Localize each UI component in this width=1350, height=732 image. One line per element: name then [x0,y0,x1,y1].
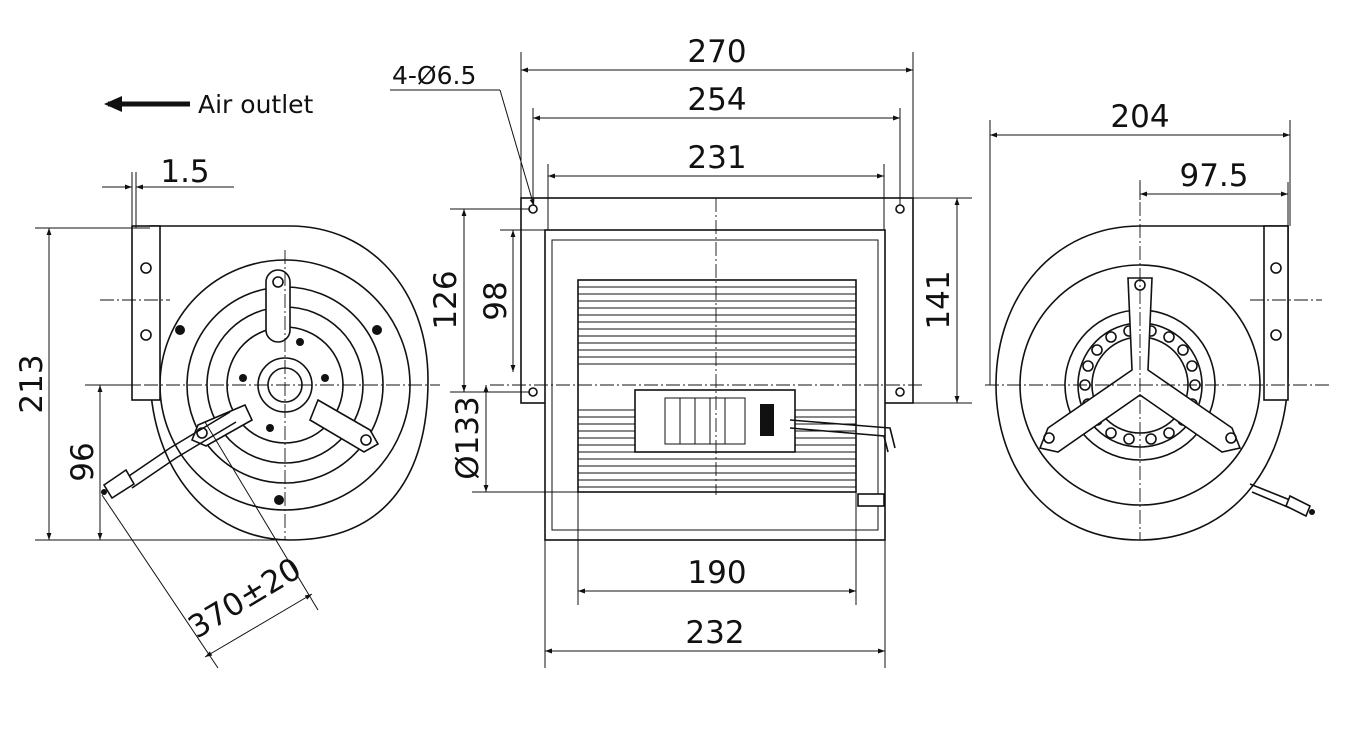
motor-arm-top [265,269,291,343]
flange-hole [1270,329,1282,341]
dim-270-text: 270 [687,34,746,70]
power-cable [1249,483,1315,518]
dim-232-text: 232 [685,615,744,651]
air-outlet-label: Air outlet [198,90,314,119]
dim-133: Ø133 [450,385,578,493]
right-view: 204 97.5 [985,99,1330,541]
housing-outline [149,225,429,541]
holes-label: 4-Ø6.5 [392,61,476,90]
dim-190-text: 190 [687,555,746,591]
dim-1-5-text: 1.5 [160,154,209,190]
bolt [274,495,284,505]
mounting-flange [131,225,161,401]
bolt [321,374,329,382]
motor [634,389,796,453]
dim-232: 232 [544,540,886,668]
bolt [372,325,382,335]
middle-view: 4-Ø6.5 270 254 231 126 [390,34,972,668]
flange-hole [140,329,152,341]
dim-96: 96 [65,384,140,540]
impeller-blades [577,279,857,493]
dim-254: 254 [532,82,901,205]
dim-270: 270 [520,34,914,198]
power-cable [101,411,237,500]
dim-96-text: 96 [65,442,101,481]
dim-98: 98 [478,229,545,372]
arrow-left-icon [104,96,122,112]
cable-exit [789,419,896,507]
bolt [175,325,185,335]
mounting-flange [1263,225,1289,401]
dim-141-text: 141 [921,270,957,329]
flange-hole [1270,262,1282,274]
dim-126-text: 126 [428,270,464,329]
dim-213-text: 213 [14,354,50,413]
dim-190: 190 [577,492,857,605]
dim-98-text: 98 [478,281,514,320]
dim-97-5: 97.5 [1139,158,1289,226]
dim-1-5: 1.5 [102,154,234,228]
air-outlet-indicator: Air outlet [104,90,314,119]
left-view: Air outlet [14,90,440,669]
dim-133-text: Ø133 [450,396,486,480]
motor-arm-right [309,398,380,453]
dim-254-text: 254 [687,82,746,118]
bolt [239,374,247,382]
dim-141: 141 [913,197,972,404]
dim-97-5-text: 97.5 [1179,158,1248,194]
bolt [296,338,304,346]
dim-231: 231 [547,140,885,230]
dim-204-text: 204 [1110,99,1169,135]
dim-370-text: 370±20 [182,551,307,646]
dim-231-text: 231 [687,140,746,176]
dim-213: 213 [14,227,290,541]
flange-hole [895,387,905,397]
dim-126: 126 [428,208,530,393]
dim-204: 204 [989,99,1291,385]
flange-hole [140,262,152,274]
holes-callout: 4-Ø6.5 [390,61,535,207]
bolt [266,424,274,432]
